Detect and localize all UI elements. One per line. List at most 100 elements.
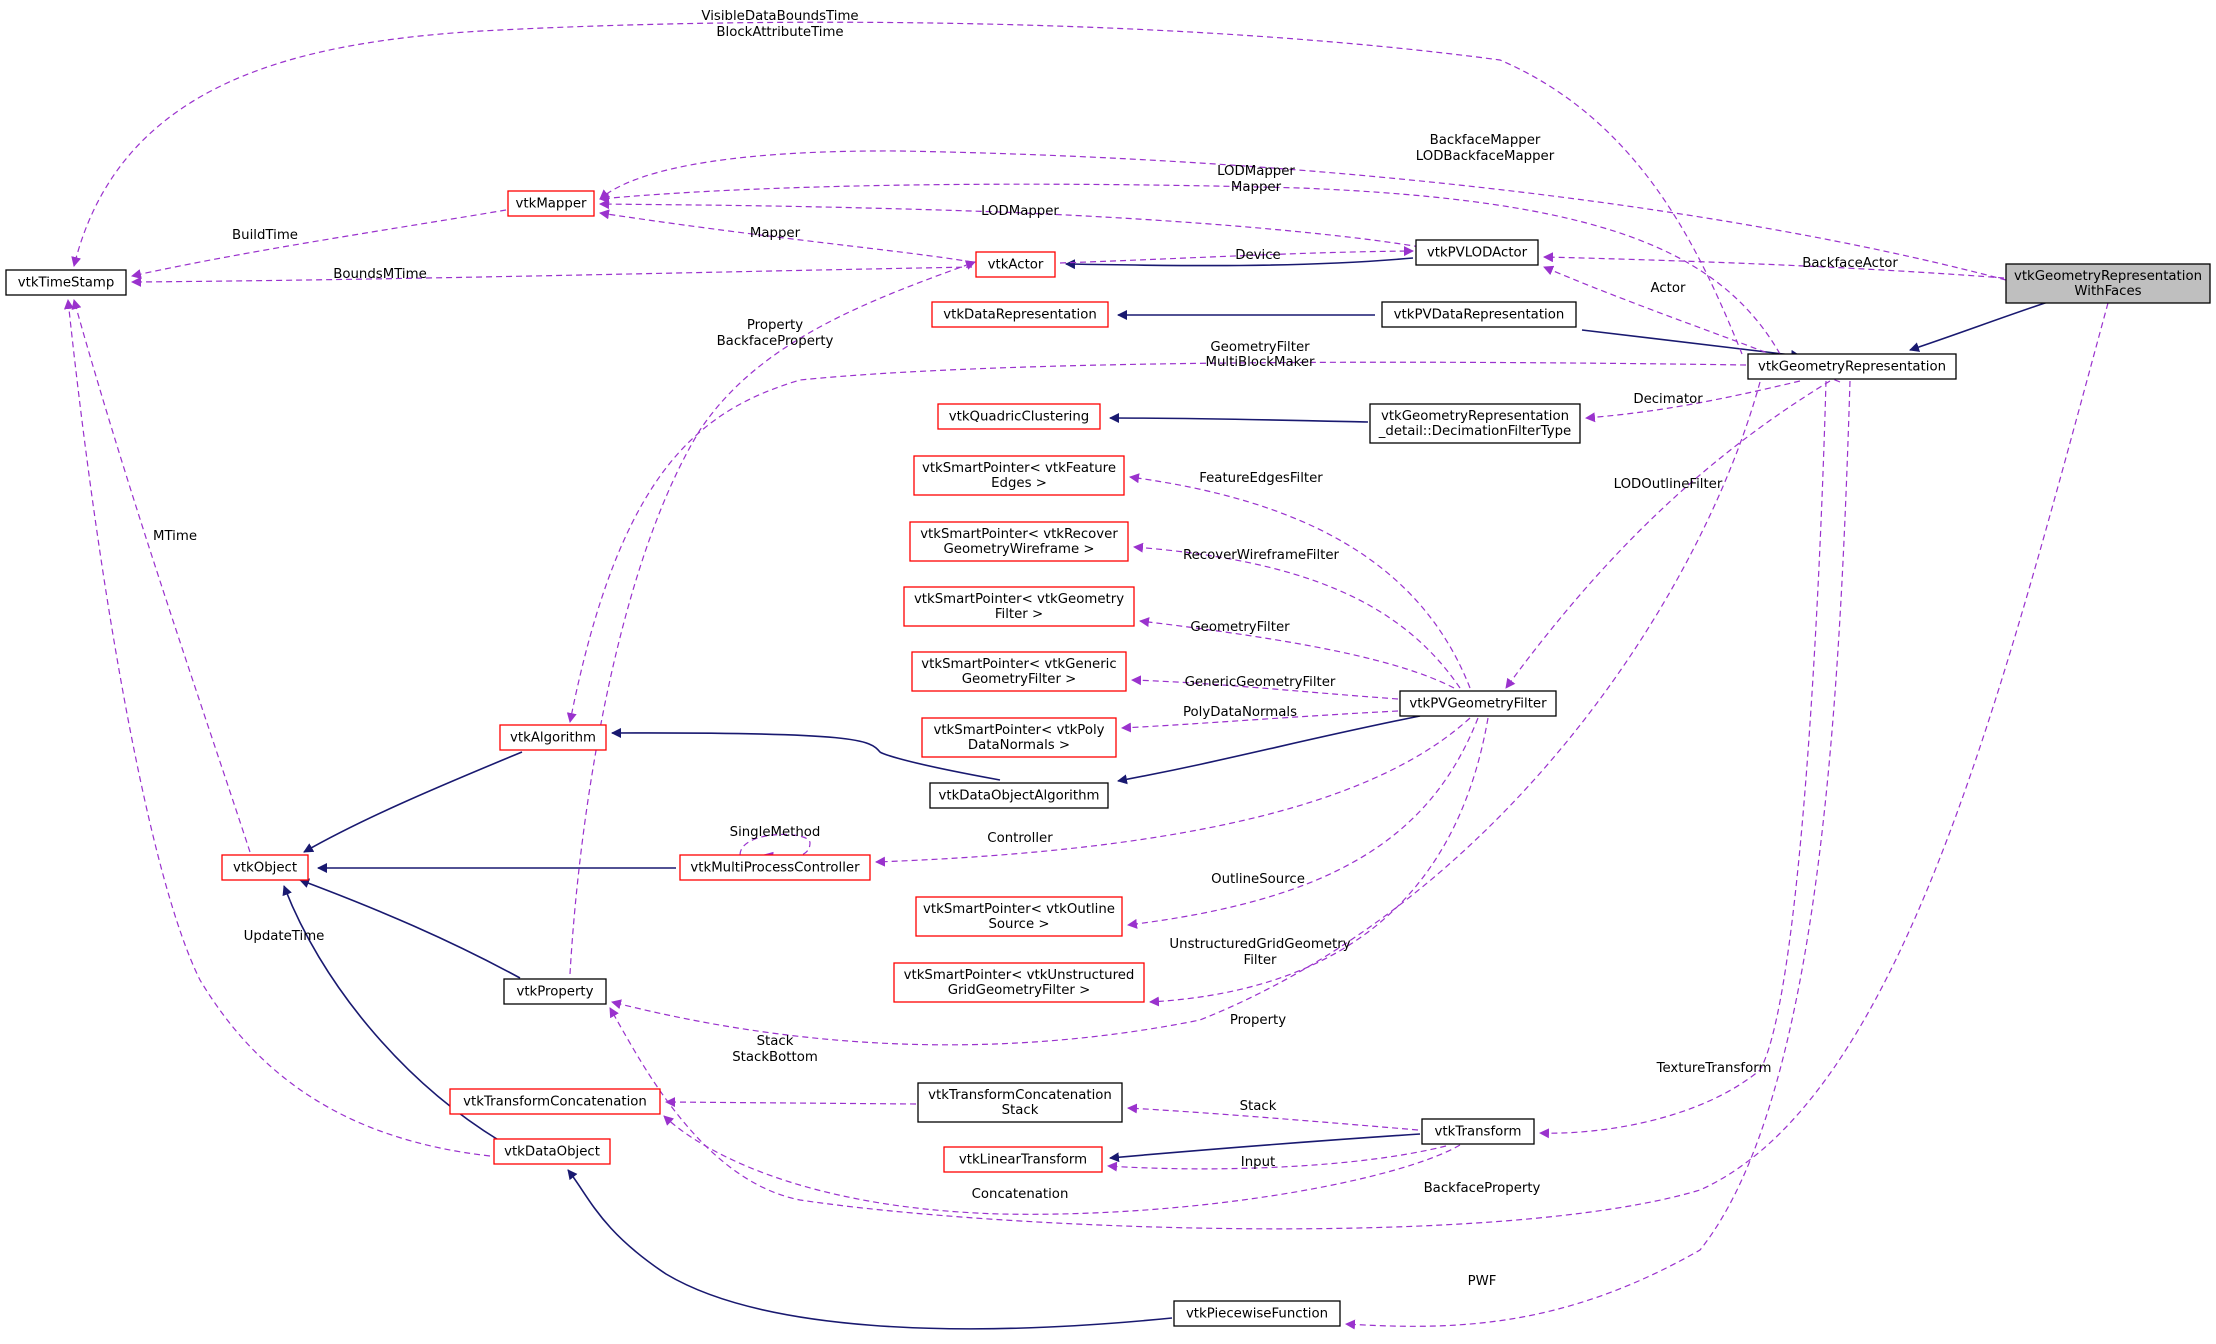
edge-label: TextureTransform <box>1656 1061 1772 1076</box>
node-box <box>1421 1118 1535 1145</box>
class-node-spRecoverWireframe[interactable]: vtkSmartPointer< vtkRecoverGeometryWiref… <box>909 521 1129 562</box>
class-node-vtkPVGeometryFilter[interactable]: vtkPVGeometryFilter <box>1399 690 1557 717</box>
class-node-DecimationFilterType[interactable]: vtkGeometryRepresentation_detail::Decima… <box>1369 403 1581 444</box>
usage-edge-vtkPiecewiseFunction-to-vtkGeometryRepresentation <box>1345 380 1851 1330</box>
class-node-vtkObject[interactable]: vtkObject <box>221 854 309 881</box>
usage-edge-vtkMapper-to-vtkGeometryRepresentation <box>599 183 1781 355</box>
usage-edge-vtkMapper-to-vtkActor <box>599 209 973 263</box>
class-node-vtkPiecewiseFunction[interactable]: vtkPiecewiseFunction <box>1173 1300 1341 1327</box>
edge-label: FeatureEdgesFilter <box>1199 471 1323 486</box>
class-node-vtkPVDataRepresentation[interactable]: vtkPVDataRepresentation <box>1381 301 1577 328</box>
node-label: GridGeometryFilter > <box>948 983 1091 998</box>
edge-label: LODBackfaceMapper <box>1416 149 1555 164</box>
edge-label: BackfaceActor <box>1802 256 1898 271</box>
edge-label: UpdateTime <box>244 929 325 944</box>
node-label: vtkDataObjectAlgorithm <box>939 789 1100 804</box>
usage-edge-spFeatureEdges-to-vtkPVGeometryFilter <box>1129 473 1471 689</box>
inheritance-edge-vtkDataObject-to-vtkPiecewiseFunction <box>567 1169 1173 1330</box>
usage-edge-vtkTimeStamp-to-vtkActor <box>131 266 973 287</box>
class-node-vtkTimeStamp[interactable]: vtkTimeStamp <box>5 269 127 296</box>
edge-label: BackfaceMapper <box>1430 133 1541 148</box>
usage-edge-vtkPVGeometryFilter-to-vtkGeometryRepresentation <box>1505 380 1831 689</box>
class-node-vtkTransformConcatenation[interactable]: vtkTransformConcatenation <box>449 1088 661 1115</box>
node-label: vtkAlgorithm <box>510 731 596 746</box>
node-label: _detail::DecimationFilterType <box>1378 424 1571 439</box>
inheritance-edge-vtkObject-to-vtkDataObject <box>282 885 501 1142</box>
class-node-spUnstructuredGrid[interactable]: vtkSmartPointer< vtkUnstructuredGridGeom… <box>893 962 1145 1003</box>
inheritance-edge-vtkActor-to-vtkPVLODActor <box>1065 257 1414 270</box>
class-node-vtkLinearTransform[interactable]: vtkLinearTransform <box>943 1146 1103 1173</box>
usage-edge-spRecoverWireframe-to-vtkPVGeometryFilter <box>1133 542 1461 689</box>
usage-edge-vtkProperty-to-vtkGeometryRepresentationWithFaces <box>609 302 2109 1230</box>
inheritance-edge-vtkDataObjectAlgorithm-to-vtkPVGeometryFilter <box>1117 715 1421 785</box>
usage-edge-vtkTransformConcatenation-to-vtkTransform <box>663 1115 1461 1215</box>
edge-label: SingleMethod <box>730 825 821 840</box>
node-box <box>1415 239 1539 266</box>
class-node-vtkDataObjectAlgorithm[interactable]: vtkDataObjectAlgorithm <box>929 782 1109 809</box>
class-node-vtkGeometryRepresentation[interactable]: vtkGeometryRepresentation <box>1747 353 1957 380</box>
edge-label: PWF <box>1468 1274 1497 1289</box>
class-node-vtkProperty[interactable]: vtkProperty <box>503 978 607 1005</box>
node-label: vtkSmartPointer< vtkGeneric <box>921 657 1116 672</box>
node-label: vtkTransformConcatenation <box>463 1095 647 1110</box>
node-box <box>1173 1300 1341 1327</box>
class-node-vtkAlgorithm[interactable]: vtkAlgorithm <box>499 724 607 751</box>
node-box <box>917 1082 1123 1123</box>
inheritance-edge-vtkAlgorithm-to-vtkDataObjectAlgorithm <box>611 727 1001 781</box>
node-label: vtkLinearTransform <box>959 1153 1087 1168</box>
class-node-vtkMultiProcessController[interactable]: vtkMultiProcessController <box>679 854 871 881</box>
usage-edge-spGenericGeometryFilter-to-vtkPVGeometryFilter <box>1131 675 1399 700</box>
node-label: vtkMapper <box>516 197 587 212</box>
inheritance-edge-vtkPVDataRepresentation-to-vtkGeometryRepresentation <box>1581 329 1801 360</box>
node-box <box>893 962 1145 1003</box>
edge-label: Actor <box>1651 281 1687 296</box>
node-box <box>1369 403 1581 444</box>
node-label: vtkPVGeometryFilter <box>1409 697 1547 712</box>
node-box <box>221 854 309 881</box>
class-node-vtkActor[interactable]: vtkActor <box>975 251 1056 278</box>
class-node-vtkMapper[interactable]: vtkMapper <box>507 190 595 217</box>
node-label: vtkDataRepresentation <box>943 308 1097 323</box>
node-box <box>915 896 1123 937</box>
node-box <box>1747 353 1957 380</box>
node-label: DataNormals > <box>968 738 1070 753</box>
node-label: vtkDataObject <box>504 1145 600 1160</box>
usage-edge-vtkMapper-to-vtkGeometryRepresentationWithFaces <box>599 150 2007 281</box>
edge-label: GeometryFilter <box>1210 340 1310 355</box>
node-box <box>921 717 1117 758</box>
node-label: vtkObject <box>233 861 297 876</box>
inheritance-edge-vtkGeometryRepresentation-to-vtkGeometryRepresentationWithFaces <box>1909 301 2049 352</box>
node-label: vtkGeometryRepresentation <box>2014 269 2202 284</box>
edge-label: LODOutlineFilter <box>1614 477 1723 492</box>
class-node-spGenericGeometryFilter[interactable]: vtkSmartPointer< vtkGenericGeometryFilte… <box>911 651 1127 692</box>
node-box <box>937 403 1101 430</box>
usage-edge-vtkMultiProcessController-to-vtkPVGeometryFilter <box>875 717 1471 867</box>
edge-label: BackfaceProperty <box>1424 1181 1541 1196</box>
node-box <box>911 651 1127 692</box>
node-box <box>913 455 1125 496</box>
node-label: vtkActor <box>988 258 1044 273</box>
usage-edge-spOutlineSource-to-vtkPVGeometryFilter <box>1127 717 1479 929</box>
node-label: GeometryWireframe > <box>943 542 1094 557</box>
usage-edge-vtkPVLODActor-to-vtkGeometryRepresentationWithFaces <box>1543 252 2005 279</box>
class-node-vtkDataObject[interactable]: vtkDataObject <box>493 1138 611 1165</box>
node-label: vtkSmartPointer< vtkUnstructured <box>904 968 1135 983</box>
node-label: vtkGeometryRepresentation <box>1381 409 1569 424</box>
node-label: Edges > <box>991 476 1047 491</box>
edge-label: Decimator <box>1633 392 1703 407</box>
node-box <box>943 1146 1103 1173</box>
class-node-vtkPVLODActor[interactable]: vtkPVLODActor <box>1415 239 1539 266</box>
edge-label: LODMapper <box>1217 164 1295 179</box>
class-node-vtkDataRepresentation[interactable]: vtkDataRepresentation <box>931 301 1109 328</box>
class-node-vtkTransform[interactable]: vtkTransform <box>1421 1118 1535 1145</box>
node-box <box>449 1088 661 1115</box>
node-box <box>903 586 1135 627</box>
class-node-vtkQuadricClustering[interactable]: vtkQuadricClustering <box>937 403 1101 430</box>
node-box <box>931 301 1109 328</box>
node-label: vtkTransformConcatenation <box>928 1088 1112 1103</box>
